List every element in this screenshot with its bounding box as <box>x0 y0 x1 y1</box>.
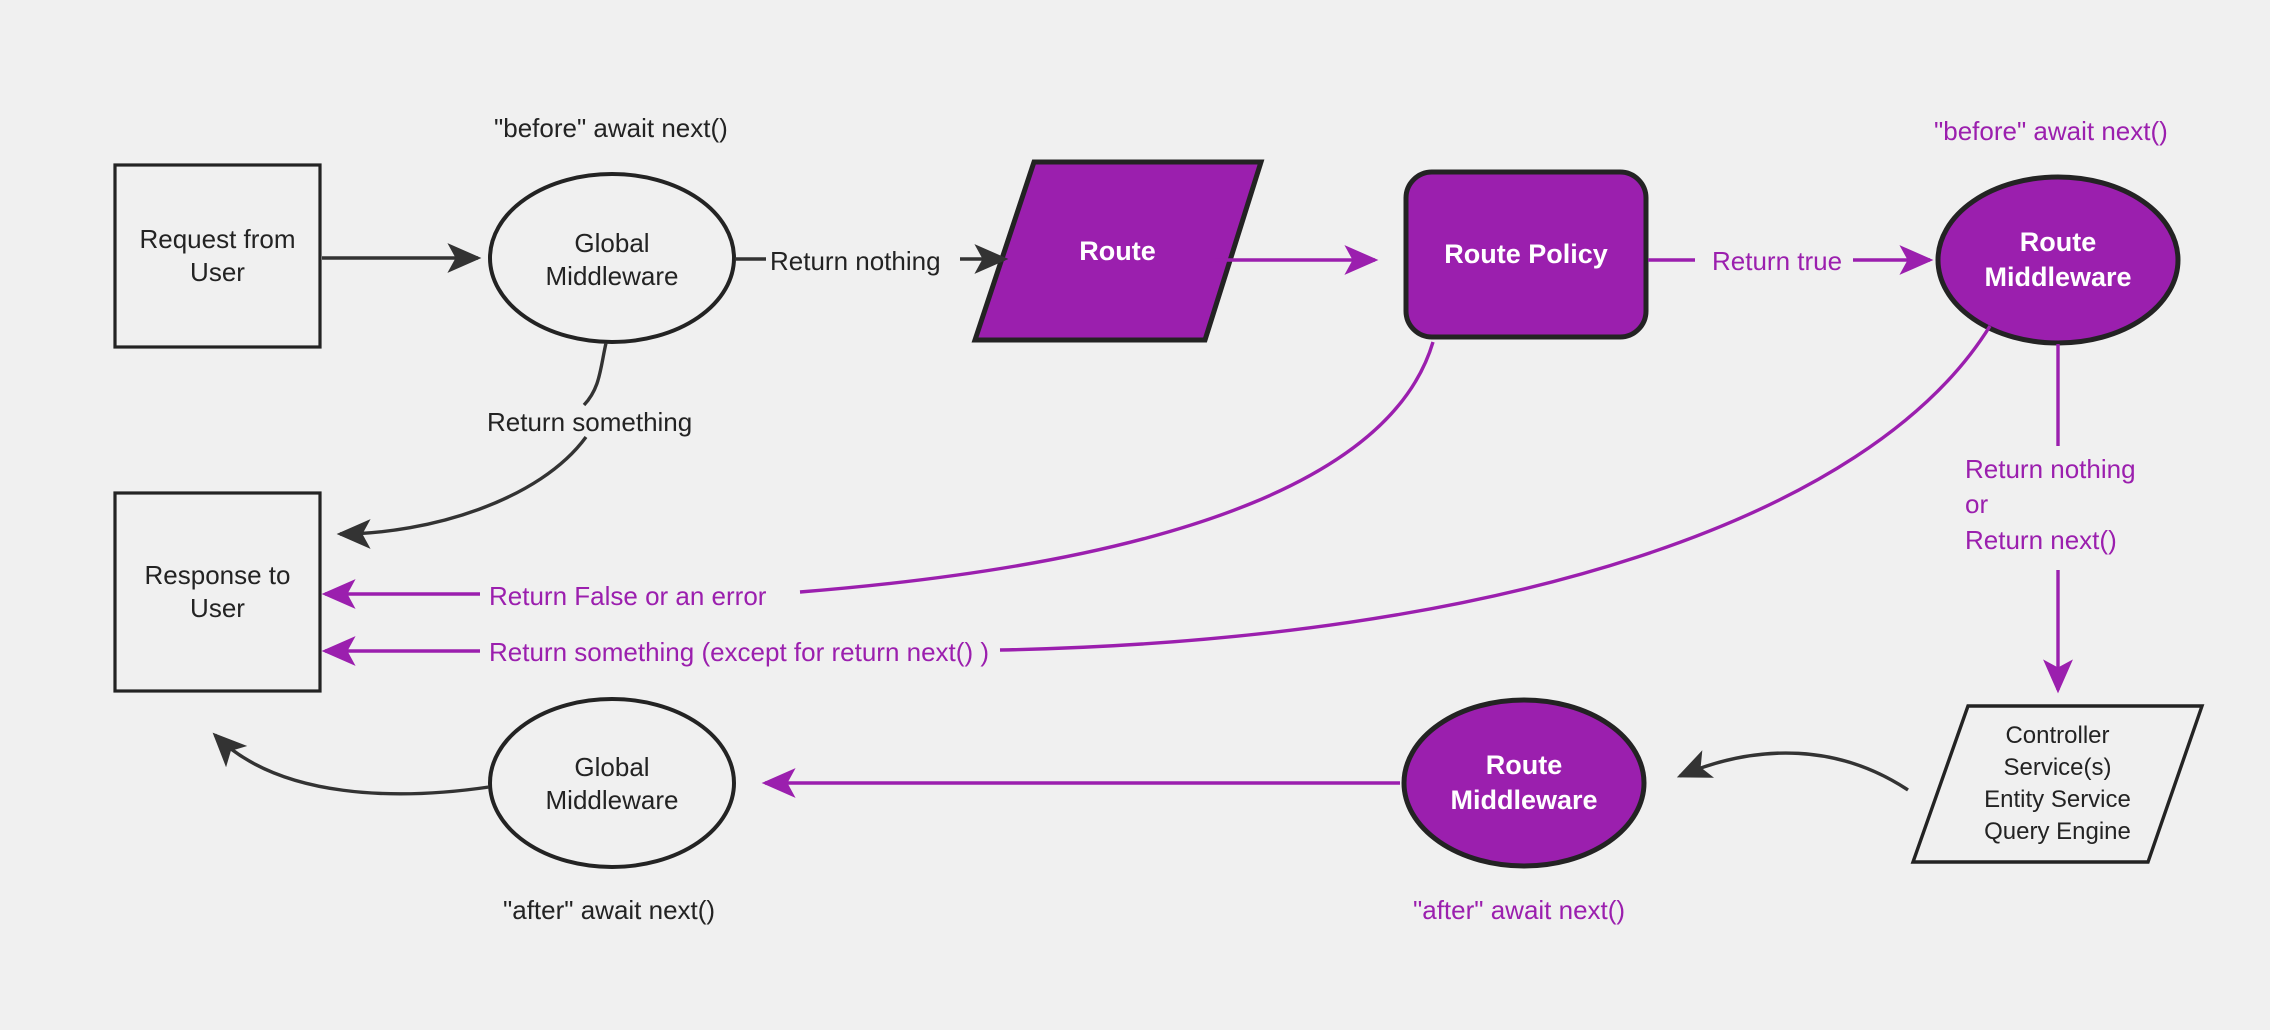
edge-global-to-response-lower <box>336 435 588 549</box>
node-global-middleware-after-shape[interactable] <box>488 697 736 869</box>
edge-global-middleware-after-to-response <box>212 732 490 796</box>
annotation-route-middleware-after: "after" await next() <box>1413 895 1626 925</box>
edge-global-to-response-upper <box>582 342 608 407</box>
edge-label-return-nothing: Return nothing <box>770 246 941 276</box>
edge-label-return-nothing-or-next: Return nothing or Return next() <box>1965 452 2195 558</box>
label-line: Return nothing <box>1965 454 2136 484</box>
node-route-policy-shape[interactable] <box>1403 169 1649 340</box>
edge-label-return-false-or-error: Return False or an error <box>489 581 767 611</box>
edge-route-middleware-to-response-curve <box>999 325 1992 652</box>
edge-label-return-something-except: Return something (except for return next… <box>489 637 989 667</box>
node-controller-shape[interactable] <box>1910 704 2205 864</box>
node-route-shape[interactable] <box>971 159 1265 343</box>
edge-controller-to-route-middleware-after <box>1676 750 1909 792</box>
label-line: or <box>1965 489 1989 520</box>
node-global-middleware-before-shape[interactable] <box>488 172 736 344</box>
label-line: Return next() <box>1965 524 2117 555</box>
annotation-route-middleware-before: "before" await next() <box>1934 116 2168 146</box>
annotation-global-middleware-before: "before" await next() <box>494 113 728 143</box>
edge-route-policy-to-response-curve <box>799 341 1435 594</box>
edge-label-return-true: Return true <box>1712 246 1843 276</box>
edge-label-return-something: Return something <box>487 407 693 437</box>
annotation-global-middleware-after: "after" await next() <box>503 895 716 925</box>
node-route-middleware-before-shape[interactable] <box>1935 174 2181 346</box>
node-request-from-user-shape[interactable] <box>113 163 322 349</box>
node-response-to-user-shape[interactable] <box>113 491 322 693</box>
node-route-middleware-after-shape[interactable] <box>1401 697 1647 869</box>
